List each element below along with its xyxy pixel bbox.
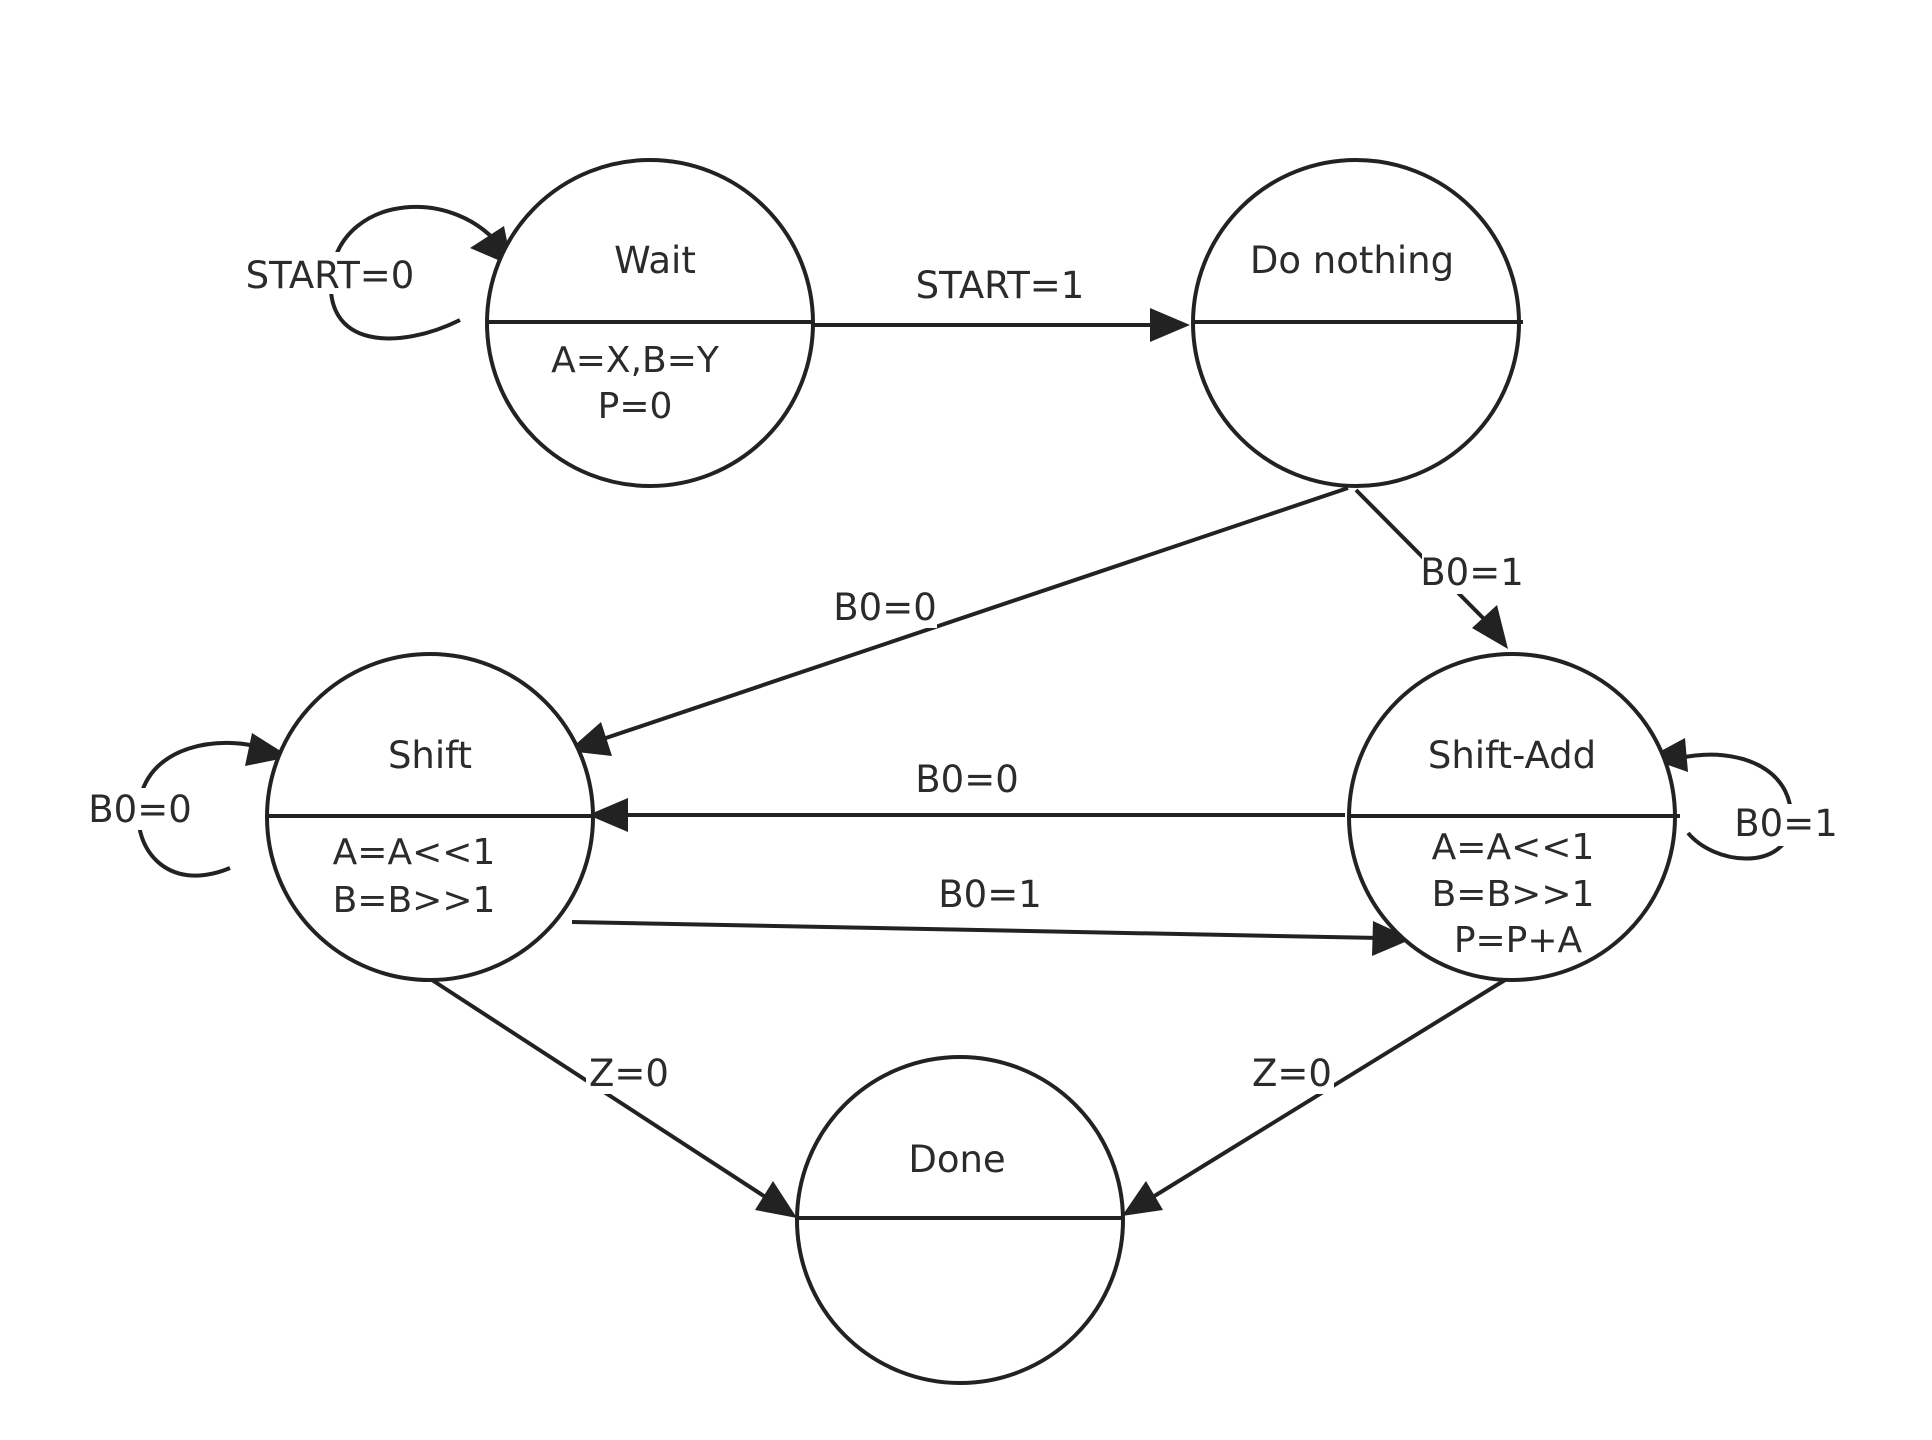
label-shift-to-shift-add: B0=1 [938,873,1041,916]
state-done-name: Done [908,1138,1005,1181]
state-wait-name: Wait [614,239,696,282]
state-done: Done [795,1055,1125,1385]
transition-shift-to-shift-add [571,920,1412,956]
state-do-nothing-name: Do nothing [1250,239,1454,282]
label-shift-self: B0=0 [88,788,191,831]
label-do-nothing-to-shift: B0=0 [833,586,936,629]
state-shift-action-1: A=A<<1 [333,832,496,873]
transition-shift-add-to-done [1122,978,1507,1216]
state-shift-add-action-1: A=A<<1 [1432,827,1595,868]
transition-wait-to-do-nothing [812,308,1190,342]
transition-shift-add-to-shift [588,798,1345,832]
transition-labels: START=0 START=1 B0=0 B0=1 B0=0 B0=0 B0=1… [88,252,1838,1095]
state-shift-add-action-2: B=B>>1 [1432,874,1595,915]
label-shift-add-to-shift: B0=0 [915,758,1018,801]
transition-do-nothing-to-shift [568,486,1349,756]
state-shift-action-2: B=B>>1 [333,880,496,921]
state-shift-add: Shift-Add A=A<<1 B=B>>1 P=P+A [1347,652,1680,982]
label-wait-to-do-nothing: START=1 [916,264,1085,307]
state-shift: Shift A=A<<1 B=B>>1 [265,652,595,982]
state-wait-action-1: A=X,B=Y [551,340,720,381]
label-shift-add-to-done: Z=0 [1252,1052,1332,1095]
transition-shift-to-done [430,978,797,1218]
state-shift-add-action-3: P=P+A [1454,920,1583,961]
label-shift-to-done: Z=0 [589,1052,669,1095]
state-wait: Wait A=X,B=Y P=0 [485,158,815,488]
state-shift-add-name: Shift-Add [1428,734,1596,777]
label-do-nothing-to-shift-add: B0=1 [1420,551,1523,594]
label-shift-add-self: B0=1 [1734,802,1837,845]
label-wait-self: START=0 [246,254,415,297]
state-shift-name: Shift [388,734,472,777]
state-wait-action-2: P=0 [598,386,673,427]
state-do-nothing: Do nothing [1191,158,1523,488]
